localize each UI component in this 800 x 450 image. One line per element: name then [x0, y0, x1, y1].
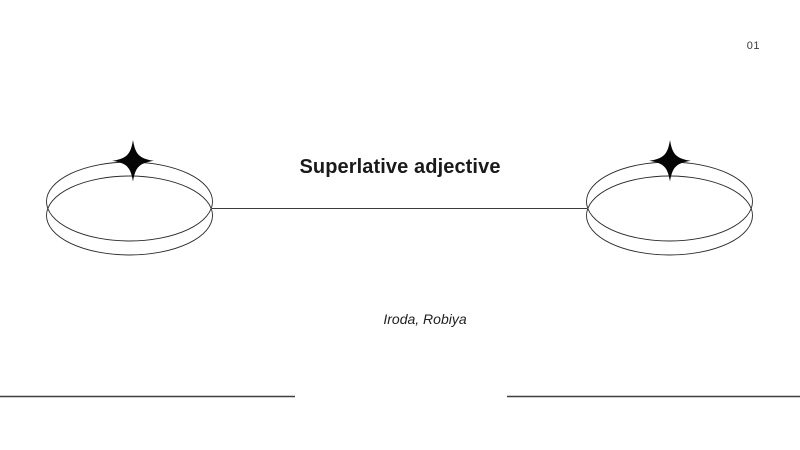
left-ring-lower-ellipse — [46, 175, 213, 256]
page-title: Superlative adjective — [299, 156, 501, 179]
right-ring-lower-ellipse — [586, 175, 753, 256]
authors-text: Iroda, Robiya — [383, 311, 467, 327]
page-number: 01 — [746, 40, 760, 52]
authors-line: Iroda, Robiya — [0, 310, 800, 328]
